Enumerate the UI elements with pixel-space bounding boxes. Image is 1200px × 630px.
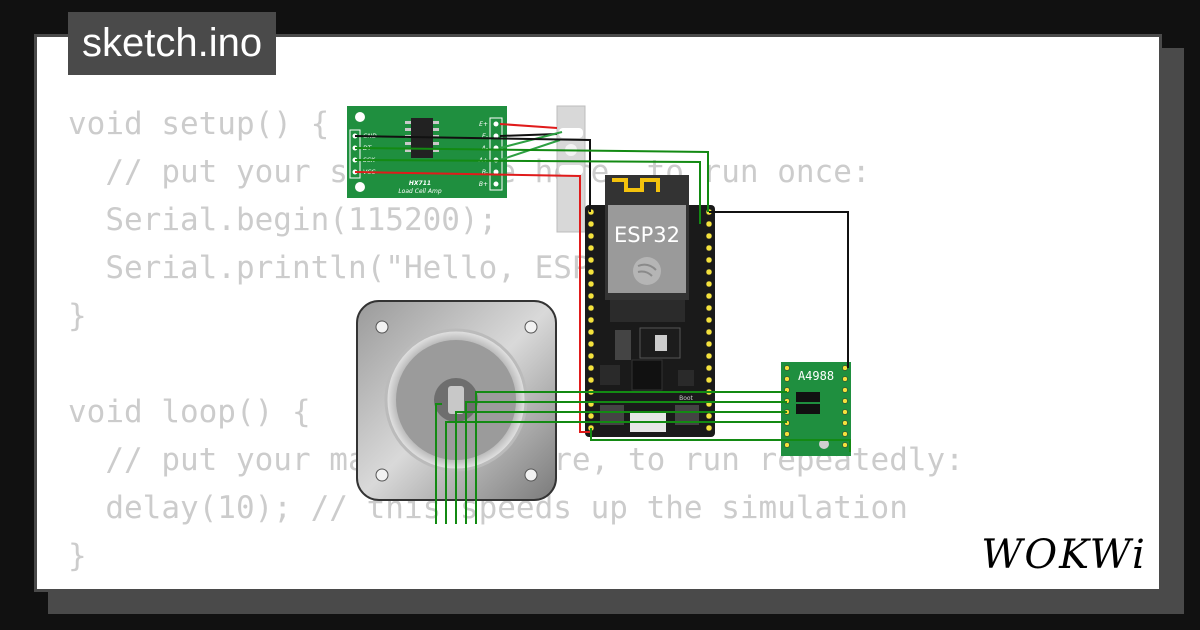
hx711-pin-label: B+ [479,181,488,188]
wokwi-logo: WOKWi [981,532,1147,578]
wire-black [499,133,558,137]
wire-black [709,211,849,368]
code-line: void setup() { [68,106,330,142]
wire-red [499,123,558,129]
a4988-label: A4988 [798,369,834,383]
code-line: void loop() { [68,394,311,430]
wire-green [354,159,701,224]
hx711-pin-label: B- [482,169,488,176]
code-line: Serial.begin(115200); [68,202,498,238]
hx711-subtitle: Load Cell Amp [398,188,441,195]
code-line: delay(10); // this speeds up the simulat… [68,490,908,526]
esp32-label: ESP32 [614,223,680,247]
boot-label: Boot [679,395,693,402]
wire-green [475,391,787,524]
esp32-board[interactable]: ESP32 Boot [585,175,715,437]
hx711-module[interactable]: GND DT SCK VCC E+ E- A- A+ B- B+ HX711 L… [347,106,507,198]
wires [354,123,851,524]
wire-black [354,135,591,212]
wire-red [354,171,590,433]
en-button[interactable] [600,405,624,425]
code-line: } [68,298,87,334]
wire-green [354,147,709,212]
a4988-driver[interactable]: A4988 [781,362,851,456]
hx711-pin-label: E+ [479,121,488,128]
wokwi-logo-text: WOKWi [981,532,1147,578]
wire-green [465,401,787,524]
hx711-title: HX711 [409,180,431,187]
wire-green [435,403,442,524]
file-tab[interactable]: sketch.ino [68,12,277,75]
boot-button[interactable] [675,405,699,425]
code-line: } [68,538,87,574]
hx711-pin-label: E- [482,133,488,140]
wire-green [499,131,563,149]
wire-green [445,421,787,524]
wire-green [455,411,787,524]
wire-green [590,428,851,452]
